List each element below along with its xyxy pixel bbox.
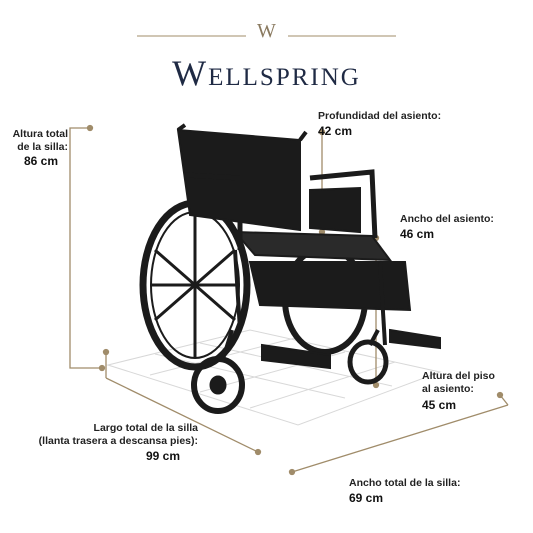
altura-piso-label-line2: al asiento: — [422, 383, 474, 395]
altura-total-label-line1: Altura total — [12, 128, 68, 140]
altura-piso-value: 45 cm — [422, 398, 457, 412]
altura-piso-label: Altura del piso al asiento: — [422, 370, 495, 396]
ancho-total-value: 69 cm — [349, 491, 384, 505]
altura-total-label: Altura total de la silla: — [10, 128, 68, 154]
wheelchair — [139, 123, 441, 414]
brand-name: Wellspring — [172, 53, 361, 93]
dimension-lines — [69, 124, 509, 476]
ancho-asiento-label: Ancho del asiento: — [400, 213, 494, 225]
largo-total-label-line1: Largo total de la silla — [93, 422, 198, 434]
largo-total-label-line2: (llanta trasera a descansa pies): — [38, 435, 198, 447]
altura-total-value: 86 cm — [24, 154, 59, 168]
brand-logo-mark: W — [257, 20, 276, 42]
largo-total-label: Largo total de la silla (llanta trasera … — [28, 422, 198, 448]
profundidad-value: 42 cm — [318, 124, 353, 138]
altura-piso-label-line1: Altura del piso — [422, 370, 495, 382]
ancho-total-label: Ancho total de la silla: — [349, 477, 461, 489]
ancho-asiento-value: 46 cm — [400, 227, 435, 241]
profundidad-label: Profundidad del asiento: — [318, 110, 442, 122]
altura-total-label-line2: de la silla: — [17, 141, 68, 153]
largo-total-value: 99 cm — [146, 449, 181, 463]
